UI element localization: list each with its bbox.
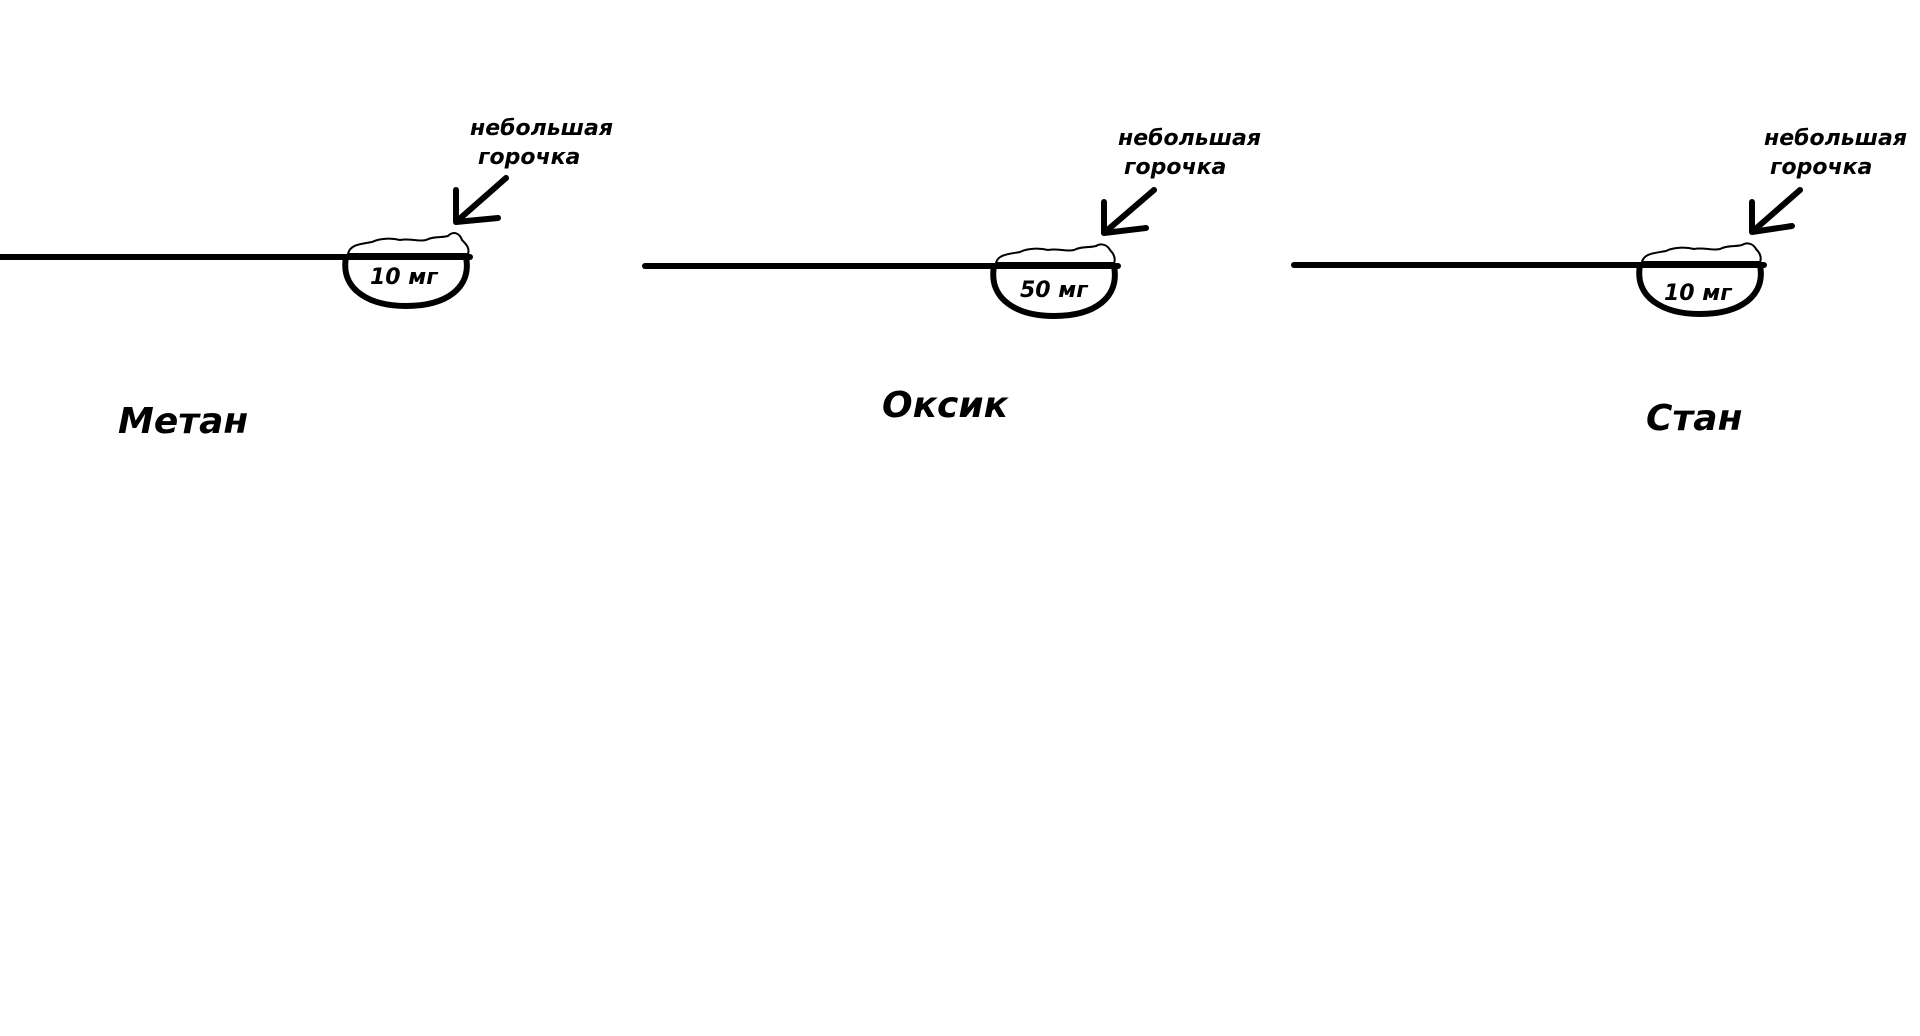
note-line2-1: горочка: [478, 145, 580, 170]
note-line1-2: небольшая: [1118, 126, 1261, 151]
substance-name-1: Метан: [118, 401, 248, 442]
spoon-amount-label-3: 10 мг: [1664, 281, 1733, 306]
substance-name-2: Оксик: [882, 385, 1010, 426]
spoon-bowl-2: [990, 263, 1118, 319]
spoon-amount-label-2: 50 мг: [1020, 278, 1089, 303]
spoon-group-stan: 10 мг небольшая горочка Стан: [1291, 126, 1907, 439]
spoon-bowl-3: [1636, 262, 1764, 317]
note-line2-2: горочка: [1124, 155, 1226, 180]
arrow-icon-2: [1101, 187, 1157, 236]
spoon-bowl-1: [342, 254, 470, 309]
spoon-group-metan: 10 мг небольшая горочка Метан: [0, 116, 613, 442]
powder-heap-3: [1641, 242, 1762, 263]
note-line1-1: небольшая: [470, 116, 613, 141]
note-line1-3: небольшая: [1764, 126, 1907, 151]
spoon-group-oksik: 50 мг небольшая горочка Оксик: [642, 126, 1261, 426]
substance-name-3: Стан: [1646, 398, 1742, 439]
spoon-amount-label-1: 10 мг: [370, 265, 439, 290]
arrow-icon-3: [1749, 187, 1803, 235]
arrow-icon-1: [453, 175, 509, 225]
note-line2-3: горочка: [1770, 155, 1872, 180]
powder-heap-1: [347, 232, 470, 255]
powder-heap-2: [995, 243, 1116, 264]
